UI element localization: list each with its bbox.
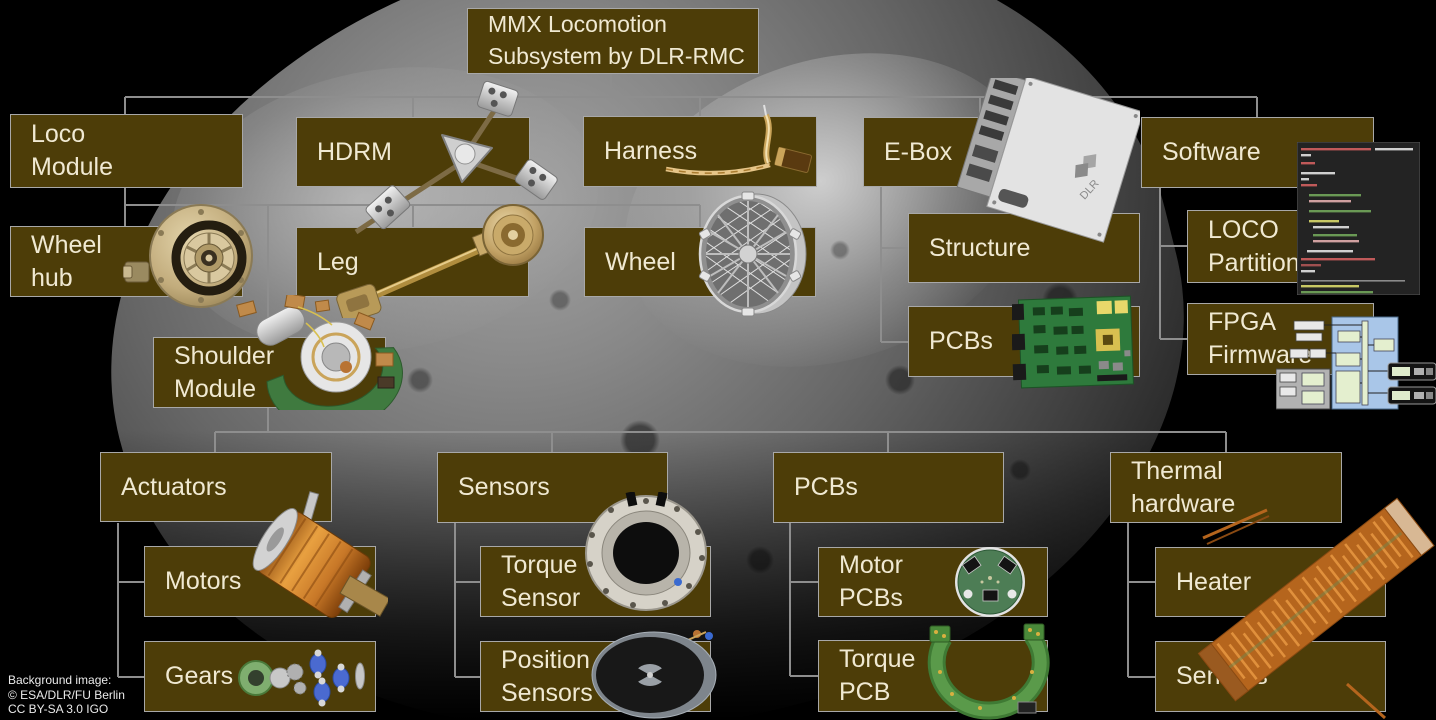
- position-sensor-photo: [591, 630, 717, 719]
- ebox-pcb-photo: [1012, 295, 1134, 389]
- credit-line-3: CC BY-SA 3.0 IGO: [8, 702, 109, 717]
- wheel-hub-photo: [123, 204, 253, 308]
- torque-sensor-photo: [585, 492, 707, 611]
- torque-pcb-photo: [927, 623, 1050, 720]
- leg-photo: [336, 204, 544, 318]
- wheel-photo: [698, 191, 807, 317]
- credit-line-2: © ESA/DLR/FU Berlin: [8, 687, 125, 702]
- page-title: MMX Locomotion Subsystem by DLR-RMC: [467, 8, 759, 74]
- heater-photo: [1197, 497, 1435, 720]
- motor-pcb-photo: [955, 547, 1025, 617]
- fpga-diagram-photo: [1276, 316, 1436, 410]
- background-credit: Background image: © ESA/DLR/FU Berlin CC…: [8, 673, 125, 717]
- harness-photo: [665, 104, 812, 176]
- node-hdrm: HDRM: [296, 117, 530, 187]
- motor-photo: [252, 491, 388, 618]
- shoulder-module-photo: [236, 295, 403, 410]
- node-pcbs-group: PCBs: [773, 452, 1004, 523]
- software-code-photo: [1297, 142, 1420, 295]
- node-thermal-hardware: Thermal hardware: [1110, 452, 1342, 523]
- hdrm-photo: [354, 80, 558, 235]
- node-loco-module: Loco Module: [10, 114, 243, 188]
- gears-photo: [238, 649, 365, 707]
- ebox-photo: DLR: [956, 78, 1140, 243]
- credit-line-1: Background image:: [8, 673, 112, 687]
